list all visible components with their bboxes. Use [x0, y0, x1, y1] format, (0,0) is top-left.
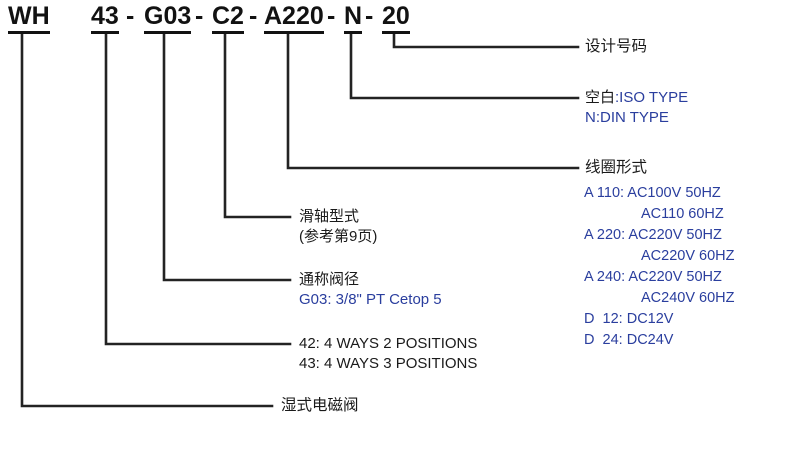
coil-row-a220-l1: A 220: AC220V 50HZ — [584, 225, 735, 246]
valve-size-heading: 通称阀径 — [299, 271, 360, 288]
valve-size-spec: G03: 3/8" PT Cetop 5 — [299, 290, 442, 308]
callout-valve-family: 湿式电磁阀 — [281, 397, 359, 414]
coil-value-a220-2: AC220V 60HZ — [641, 248, 735, 264]
coil-value-a220-1: AC220V 50HZ — [628, 227, 722, 243]
code-segment-a220[interactable]: A220 — [264, 4, 324, 34]
coil-value-d24: DC24V — [626, 332, 674, 348]
leader-a220 — [286, 31, 580, 170]
callout-spool-type: 滑轴型式 (参考第9页) — [299, 207, 377, 246]
code-segment-43[interactable]: 43 — [91, 4, 119, 34]
coil-value-a240-1: AC220V 50HZ — [628, 269, 722, 285]
code-separator-3: - — [249, 2, 258, 30]
spool-type-reference: (参考第9页) — [299, 227, 378, 245]
code-segment-20[interactable]: 20 — [382, 4, 410, 34]
iso-din-iso-type: :ISO TYPE — [615, 89, 689, 106]
callout-design-number: 设计号码 — [585, 38, 648, 55]
coil-value-d12: DC12V — [626, 311, 674, 327]
coil-code-a240: A 240: — [584, 269, 626, 285]
callout-iso-din: 空白:ISO TYPE N:DIN TYPE — [585, 88, 688, 127]
leader-n — [349, 31, 580, 100]
code-segment-g03[interactable]: G03 — [144, 4, 192, 34]
coil-row-a220-l2: AC220V 60HZ — [584, 246, 735, 267]
ways-positions-line1: 42: 4 WAYS 2 POSITIONS — [299, 335, 478, 352]
code-separator-1: - — [126, 2, 135, 30]
code-segment-wh[interactable]: WH — [8, 4, 50, 34]
leader-wh — [20, 31, 274, 408]
iso-din-blank-label: 空白 — [585, 89, 616, 106]
callout-valve-size: 通称阀径 G03: 3/8" PT Cetop 5 — [299, 270, 442, 309]
coil-row-a240-l2: AC240V 60HZ — [584, 288, 735, 309]
code-segment-n[interactable]: N — [344, 4, 363, 34]
leader-g03 — [162, 31, 292, 282]
callout-coil-type-heading: 线圈形式 — [585, 159, 648, 176]
coil-value-a240-2: AC240V 60HZ — [641, 290, 735, 306]
code-separator-2: - — [195, 2, 204, 30]
callout-ways-positions: 42: 4 WAYS 2 POSITIONS 43: 4 WAYS 3 POSI… — [299, 334, 477, 373]
leader-43 — [104, 31, 292, 346]
iso-din-line2: N:DIN TYPE — [585, 108, 669, 126]
coil-code-a110: A 110: — [584, 185, 625, 201]
code-separator-5: - — [365, 2, 374, 30]
coil-row-a240-l1: A 240: AC220V 50HZ — [584, 267, 735, 288]
leader-20 — [392, 31, 580, 49]
coil-code-d24: D 24: — [584, 332, 623, 348]
ways-positions-line2: 43: 4 WAYS 3 POSITIONS — [299, 354, 478, 372]
coil-row-d12: D 12: DC12V — [584, 309, 735, 330]
code-segment-c2[interactable]: C2 — [212, 4, 244, 34]
coil-row-d24: D 24: DC24V — [584, 330, 735, 351]
coil-code-d12: D 12: — [584, 311, 623, 327]
leader-c2 — [223, 31, 292, 219]
code-separator-4: - — [327, 2, 336, 30]
callout-coil-type-rows: A 110: AC100V 50HZ AC110 60HZ A 220: AC2… — [584, 183, 735, 351]
iso-din-line1: 空白:ISO TYPE — [585, 88, 688, 108]
spool-type-heading: 滑轴型式 — [299, 208, 360, 225]
coil-code-a220: A 220: — [584, 227, 626, 243]
coil-value-a110-1: AC100V 50HZ — [627, 185, 721, 201]
coil-value-a110-2: AC110 60HZ — [641, 206, 724, 222]
coil-row-a110-l1: A 110: AC100V 50HZ — [584, 183, 735, 204]
coil-row-a110-l2: AC110 60HZ — [584, 204, 735, 225]
